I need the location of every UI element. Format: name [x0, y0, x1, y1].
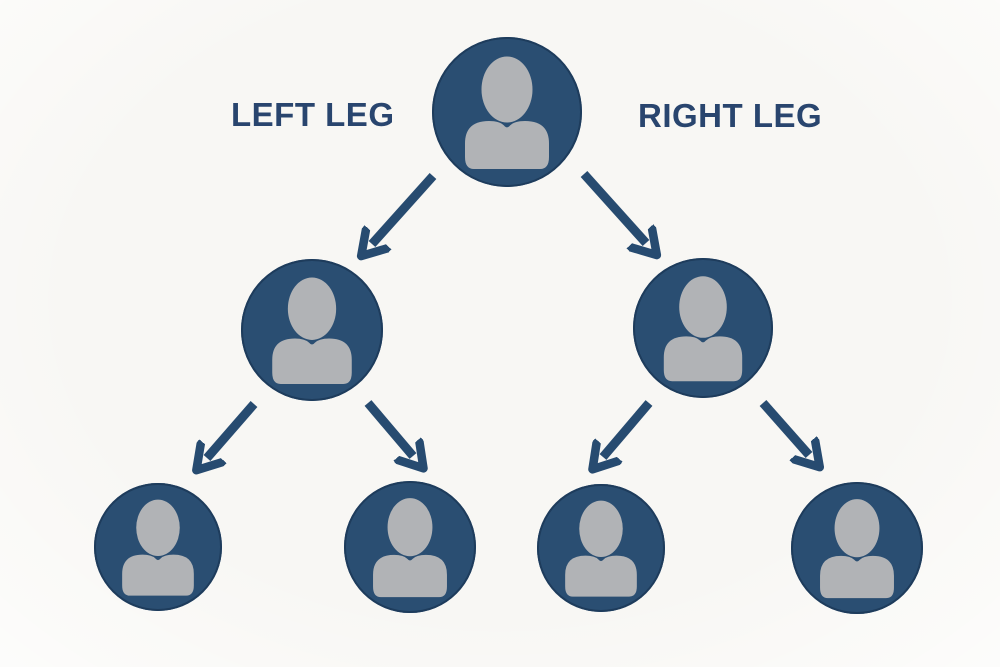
tree-node-right-child: [633, 258, 773, 398]
arrow-root-to-right-child: [580, 170, 646, 243]
tree-node-root: [432, 37, 582, 187]
arrow-left-child-to-grandchild-1: [207, 401, 258, 458]
left-leg-label: LEFT LEG: [231, 96, 395, 133]
person-icon: [465, 56, 549, 169]
tree-node-left-child: [241, 259, 383, 401]
tree-node-right-grandchild-2: [791, 482, 923, 614]
person-icon: [820, 499, 894, 599]
person-icon: [663, 276, 743, 382]
tree-node-right-grandchild-1: [537, 484, 665, 612]
right-leg-label: RIGHT LEG: [638, 97, 823, 134]
tree-node-left-grandchild-1: [94, 483, 222, 611]
person-icon: [565, 500, 637, 597]
tree-node-left-grandchild-2: [344, 481, 476, 613]
arrow-right-child-to-grandchild-2: [759, 400, 809, 455]
arrow-left-child-to-grandchild-2: [364, 400, 413, 456]
person-icon: [122, 499, 194, 596]
person-icon: [272, 277, 352, 384]
arrow-right-child-to-grandchild-1: [603, 400, 653, 457]
arrow-root-to-left-child: [372, 172, 437, 244]
person-icon: [373, 498, 447, 598]
